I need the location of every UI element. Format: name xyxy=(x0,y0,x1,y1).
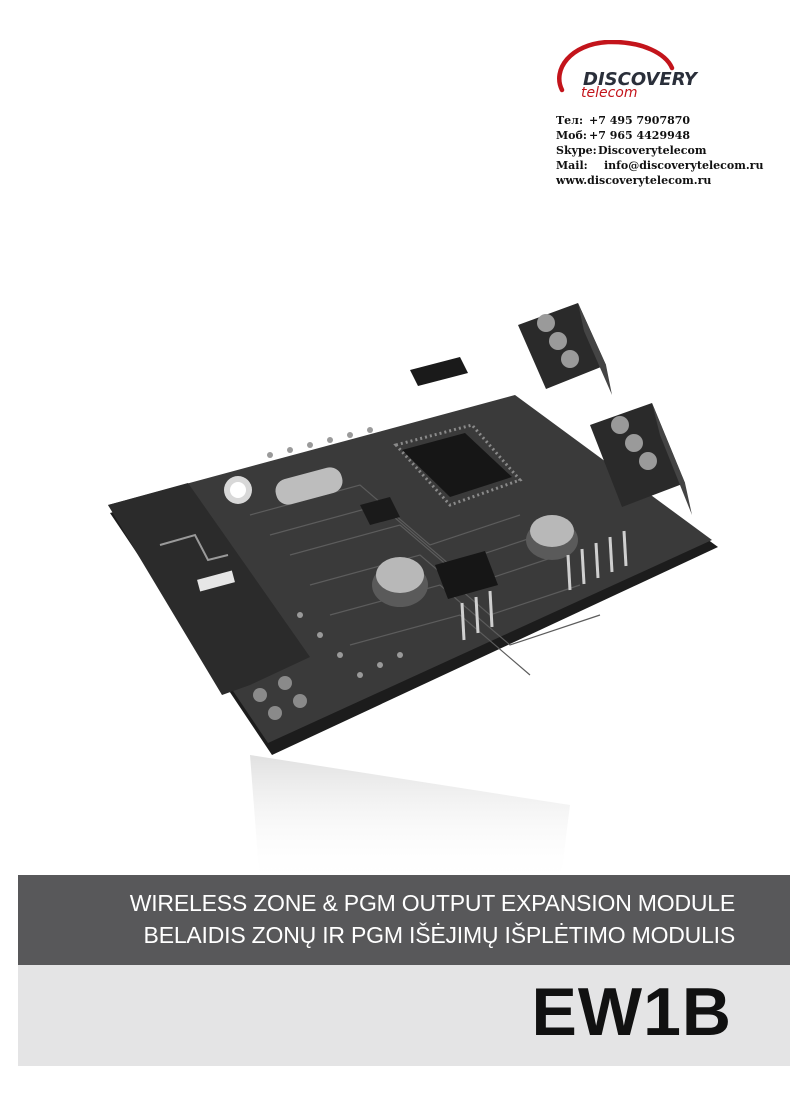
logo-sub: telecom xyxy=(581,85,638,101)
contact-label: Skype: xyxy=(556,144,597,157)
contact-mail: Mail: info@discoverytelecom.ru xyxy=(556,158,796,173)
model-band: EW1B xyxy=(18,965,790,1066)
contact-label: Mail: xyxy=(556,159,588,172)
logo-arc-icon xyxy=(557,40,675,93)
logo-word: DISCOVERY xyxy=(583,69,697,90)
contact-skype: Skype: Discoverytelecom xyxy=(556,143,796,158)
contact-value: +7 965 4429948 xyxy=(589,129,691,142)
model-number: EW1B xyxy=(531,974,732,1050)
contact-value: www.discoverytelecom.ru xyxy=(556,174,712,187)
title-english: WIRELESS ZONE & PGM OUTPUT EXPANSION MOD… xyxy=(129,890,735,916)
title-lithuanian: BELAIDIS ZONŲ IR PGM IŠĖJIMŲ IŠPLĖTIMO M… xyxy=(143,922,736,948)
discovery-telecom-logo: DISCOVERY telecom xyxy=(548,40,708,110)
pcb-board-photo xyxy=(108,303,718,885)
contact-website: www.discoverytelecom.ru xyxy=(556,173,796,188)
contact-value: Discoverytelecom xyxy=(598,144,707,157)
contact-value: info@discoverytelecom.ru xyxy=(604,159,764,172)
title-banner: WIRELESS ZONE & PGM OUTPUT EXPANSION MOD… xyxy=(18,875,790,965)
contact-value: +7 495 7907870 xyxy=(589,114,691,127)
contact-mobile: Моб: +7 965 4429948 xyxy=(556,128,796,143)
contact-label: Тел: xyxy=(556,114,584,127)
contact-block: Тел: +7 495 7907870 Моб: +7 965 4429948 … xyxy=(556,113,796,188)
contact-phone: Тел: +7 495 7907870 xyxy=(556,113,796,128)
contact-label: Моб: xyxy=(556,129,587,142)
